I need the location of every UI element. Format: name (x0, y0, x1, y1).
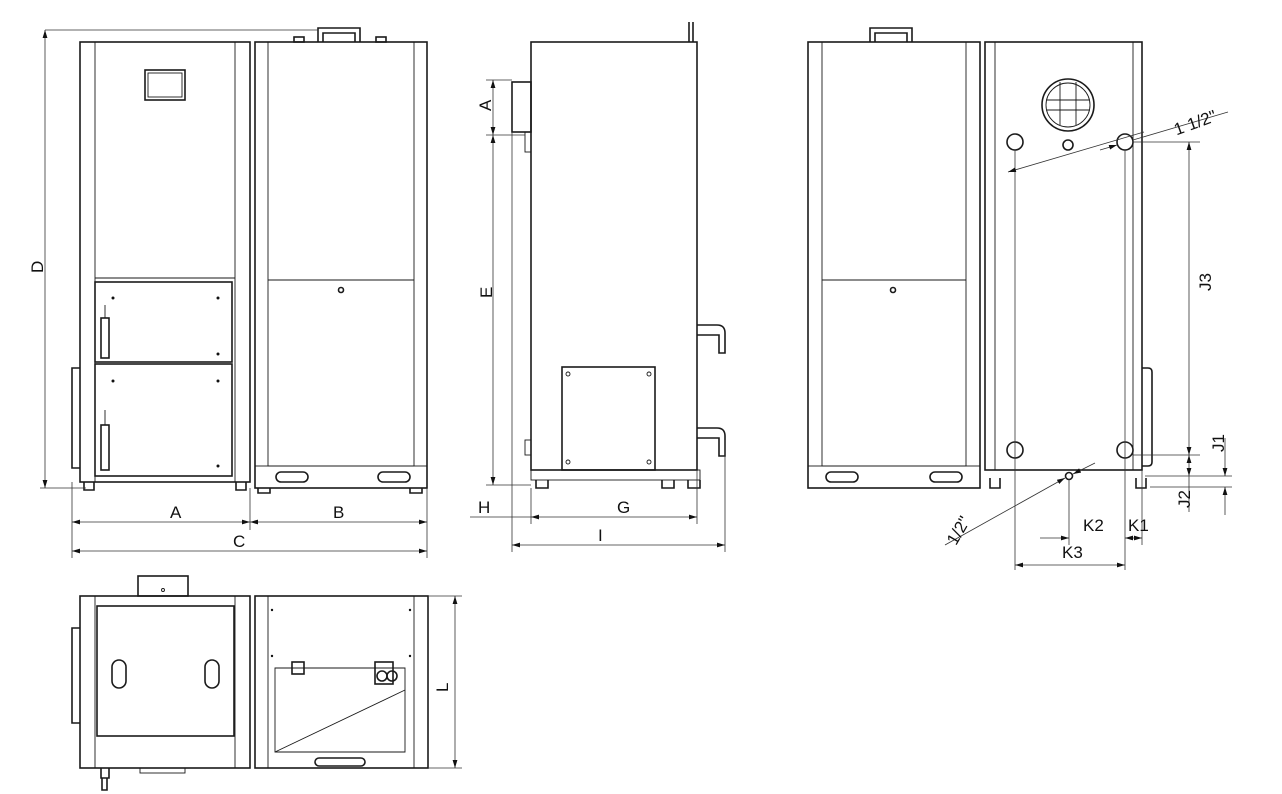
back-dimensions: 1 1/2" 1/2" J3 J1 J2 K2 K1 K3 (943, 106, 1232, 568)
control-display (144, 69, 186, 101)
dim-D: D (28, 261, 47, 273)
top-handle (317, 27, 361, 42)
dim-K2: K2 (1083, 516, 1104, 535)
dim-J1: J1 (1209, 434, 1228, 452)
inspection-plate (561, 366, 656, 471)
dim-E: E (477, 287, 496, 298)
flue-outlet (511, 81, 532, 133)
flue-connector (1041, 78, 1095, 132)
dim-I: I (598, 526, 603, 545)
side-dimensions: A E H G I (470, 79, 726, 552)
back-view (807, 27, 1153, 570)
upper-door (94, 281, 233, 363)
front-view (71, 27, 428, 494)
drain-port (1064, 471, 1074, 481)
dim-B: B (333, 503, 344, 522)
dim-K3: K3 (1062, 543, 1083, 562)
dim-G: G (617, 498, 630, 517)
label-main-connection: 1 1/2" (1171, 106, 1219, 139)
dim-J3: J3 (1196, 273, 1215, 291)
label-drain-connection: 1/2" (943, 513, 974, 548)
dim-H: H (478, 498, 490, 517)
dim-K1: K1 (1128, 516, 1149, 535)
dim-A: A (170, 503, 182, 522)
port-top-left (1006, 133, 1024, 151)
top-view (71, 575, 429, 791)
dim-J2: J2 (1175, 490, 1194, 508)
dim-C: C (233, 532, 245, 551)
dim-A-side: A (476, 99, 495, 111)
dim-L: L (433, 683, 452, 692)
front-dimensions: D A B C (28, 29, 428, 558)
side-view (511, 22, 726, 489)
lower-door (94, 363, 233, 477)
top-dimensions: L (428, 595, 462, 769)
port-top-right (1116, 133, 1134, 151)
